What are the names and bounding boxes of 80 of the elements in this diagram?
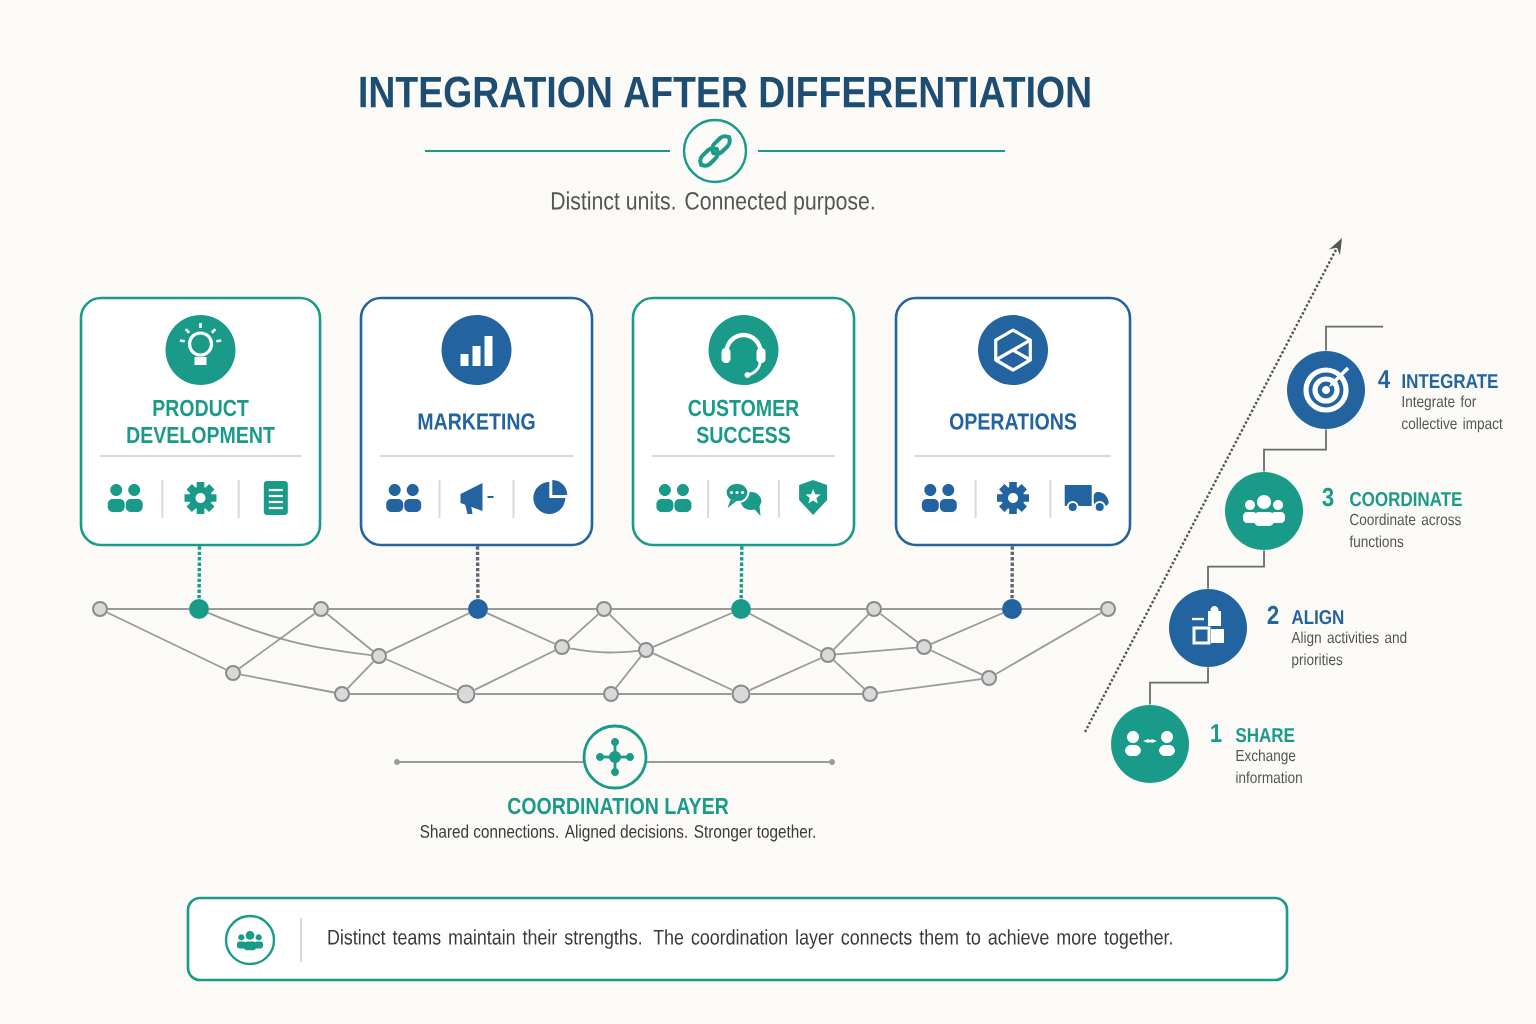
- step-connector: [1325, 325, 1384, 352]
- network-link: [995, 612, 1102, 675]
- network-link: [750, 608, 867, 610]
- network-link: [930, 649, 983, 676]
- step-connector: [1149, 666, 1209, 706]
- network-link: [487, 608, 597, 610]
- caption-text: COORDINATION LAYER: [508, 797, 729, 815]
- network-link: [569, 647, 639, 654]
- step-heading: COORDINATE: [1350, 492, 1462, 507]
- network-link: [208, 608, 314, 610]
- network-dot: [596, 601, 612, 617]
- network-link: [207, 611, 372, 656]
- network-link: [1021, 608, 1101, 610]
- step-connector: [1207, 549, 1265, 590]
- dotted-connector: [739, 546, 744, 600]
- step-connector: [1263, 428, 1327, 473]
- step-number: 3: [1322, 487, 1334, 507]
- network-link: [473, 649, 556, 691]
- network-link: [652, 652, 734, 691]
- dotted-connector: [197, 546, 202, 600]
- step-number: 2: [1267, 605, 1279, 624]
- step-number: 4: [1378, 370, 1391, 388]
- caption-text: Distinct units. Connected purpose.: [551, 191, 874, 215]
- network-dot: [456, 684, 476, 704]
- dotted-connector: [475, 546, 480, 600]
- step-heading: ALIGN: [1291, 610, 1344, 625]
- network-link: [879, 612, 919, 644]
- step-number: 1: [1211, 724, 1222, 742]
- network-dot: [334, 686, 350, 702]
- step-heading: SHARE: [1235, 728, 1295, 743]
- network-dot: [638, 642, 654, 658]
- network-link: [608, 613, 642, 646]
- network-dot: [731, 684, 751, 704]
- network-link: [349, 693, 458, 695]
- network-dot: [554, 639, 570, 655]
- title: INTEGRATION AFTER DIFFERENTIATION: [360, 76, 1090, 108]
- network-link: [474, 693, 604, 695]
- message-banner: Distinct teams maintain their strengths. The coordination layer connects them to achieve more together.: [186, 896, 1289, 982]
- network-link: [748, 657, 822, 692]
- network-link: [328, 608, 469, 610]
- network-dot: [603, 686, 619, 702]
- network-link: [107, 608, 190, 610]
- network-dot: [225, 665, 241, 681]
- network-dot: [371, 648, 387, 664]
- network-link: [832, 659, 866, 690]
- network-dot: [92, 601, 108, 617]
- step-description: Coordinate across functions: [1349, 513, 1461, 548]
- network-link: [611, 608, 732, 610]
- network-dot: [981, 670, 997, 686]
- network-link: [567, 613, 599, 643]
- network-dot: [820, 647, 836, 663]
- step-description: Align activities and priorities: [1291, 631, 1407, 669]
- dotted-connector: [1010, 546, 1015, 599]
- network-link: [877, 678, 982, 694]
- network-link: [618, 693, 733, 695]
- network-dot: [1100, 601, 1116, 617]
- network-link: [652, 612, 733, 648]
- network-link: [835, 646, 917, 656]
- network-link: [930, 612, 1004, 645]
- network-link: [385, 612, 470, 654]
- network-dot: [862, 686, 878, 702]
- network-link: [748, 612, 822, 653]
- network-link: [346, 660, 375, 690]
- network-dot: [866, 601, 882, 617]
- step-heading: INTEGRATE: [1402, 374, 1498, 389]
- network-link: [749, 693, 863, 695]
- caption-text: Shared connections. Aligned decisions. Stronger together.: [420, 824, 815, 842]
- network-dot: [313, 601, 329, 617]
- step-description: Exchange information: [1236, 749, 1302, 784]
- network-dot: [916, 639, 932, 655]
- network-link: [486, 612, 556, 645]
- network-link: [881, 608, 1003, 610]
- network-link: [238, 612, 316, 670]
- network-link: [106, 611, 227, 671]
- network-link: [239, 673, 336, 694]
- network-link: [385, 658, 459, 692]
- network-link: [326, 613, 374, 652]
- step-description: Integrate for collective impact: [1402, 395, 1503, 433]
- network-link: [615, 655, 642, 689]
- network-link: [832, 613, 870, 651]
